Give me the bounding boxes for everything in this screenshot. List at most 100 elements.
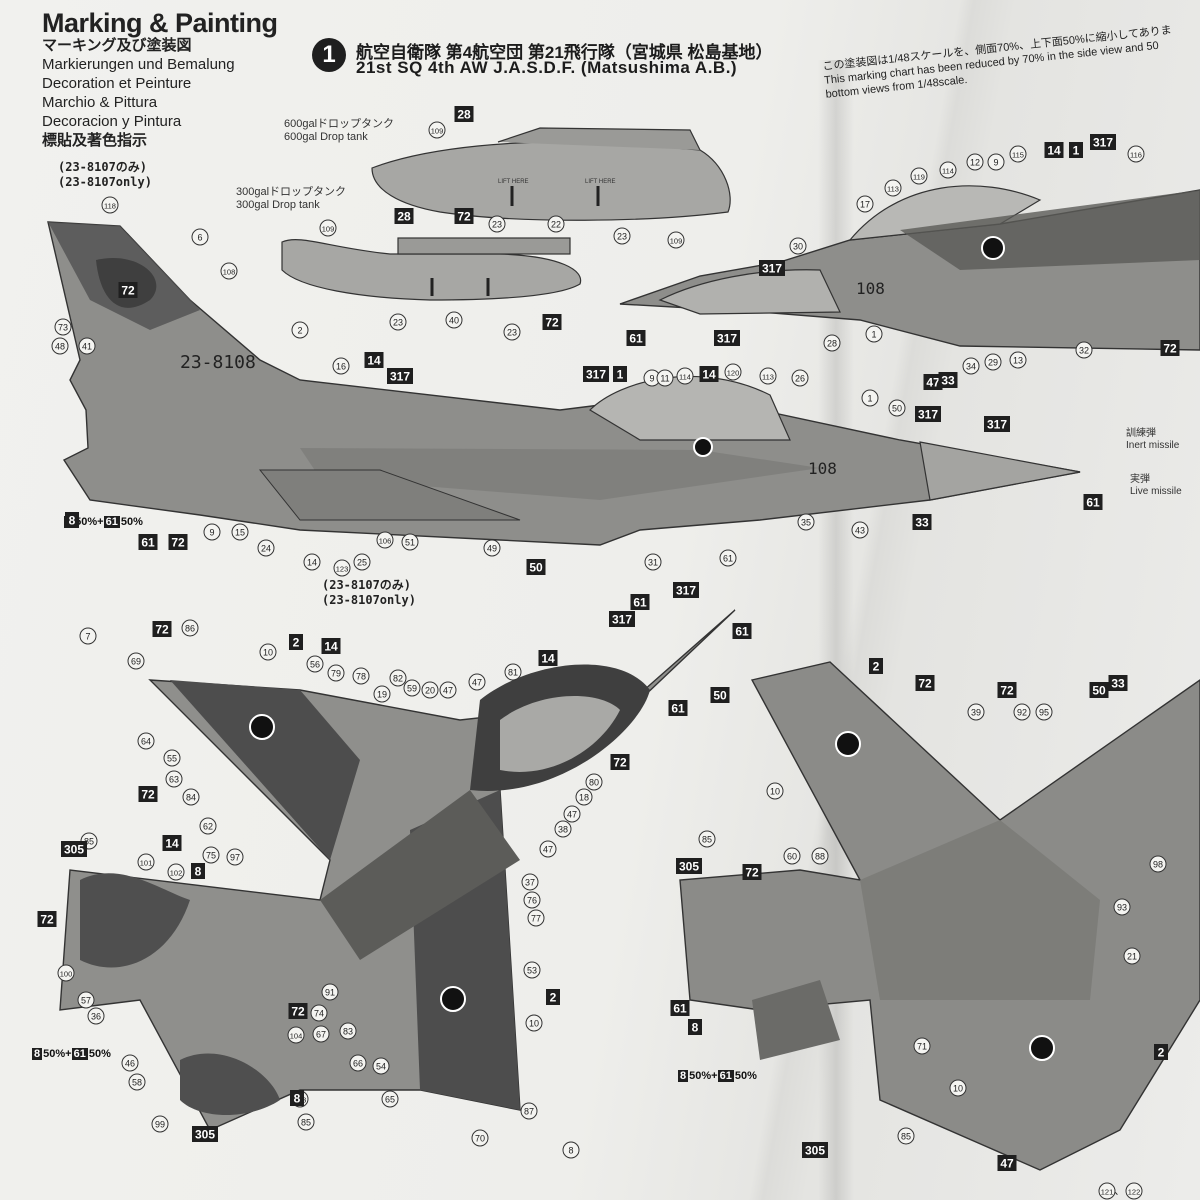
part-callout-48: 48 xyxy=(51,337,69,355)
svg-text:21: 21 xyxy=(1127,952,1137,962)
part-callout-6: 6 xyxy=(191,228,209,246)
svg-text:39: 39 xyxy=(971,708,981,718)
color-callout-14: 14 xyxy=(162,835,182,851)
svg-text:118: 118 xyxy=(104,202,116,211)
part-callout-16: 16 xyxy=(332,357,350,375)
part-callout-121: 121 xyxy=(1098,1182,1116,1200)
side-closeup-aircraft: 108 xyxy=(619,185,1200,351)
svg-text:9: 9 xyxy=(209,528,214,538)
mix-b: 61 xyxy=(717,1070,734,1082)
part-callout-74: 74 xyxy=(310,1004,328,1022)
part-callout-9: 9 xyxy=(643,369,661,387)
color-callout-8: 8 xyxy=(688,1019,702,1035)
svg-text:19: 19 xyxy=(377,690,387,700)
color-callout-14: 14 xyxy=(1044,142,1064,158)
part-callout-35: 35 xyxy=(797,513,815,531)
part-callout-38: 38 xyxy=(554,820,572,838)
svg-text:23: 23 xyxy=(507,328,517,338)
svg-text:2: 2 xyxy=(1158,1046,1165,1060)
part-callout-10: 10 xyxy=(259,643,277,661)
color-callout-50: 50 xyxy=(710,687,730,703)
color-callout-1: 1 xyxy=(613,366,627,382)
part-callout-122: 122 xyxy=(1125,1182,1143,1200)
svg-text:85: 85 xyxy=(702,835,712,845)
part-callout-75: 75 xyxy=(202,846,220,864)
color-callout-8: 8 xyxy=(65,512,79,528)
part-callout-114: 114 xyxy=(676,367,694,385)
svg-text:57: 57 xyxy=(81,996,91,1006)
color-callout-72: 72 xyxy=(138,786,158,802)
svg-text:14: 14 xyxy=(702,368,716,382)
color-callout-14: 14 xyxy=(699,366,719,382)
part-callout-37: 37 xyxy=(521,873,539,891)
svg-text:9: 9 xyxy=(649,374,654,384)
svg-text:33: 33 xyxy=(1111,677,1125,691)
svg-text:50: 50 xyxy=(713,689,727,703)
svg-text:59: 59 xyxy=(407,684,417,694)
tank-600-label-ja: 600galドロップタンク xyxy=(284,118,395,130)
part-callout-86: 86 xyxy=(181,619,199,637)
svg-text:317: 317 xyxy=(762,262,782,276)
svg-text:8: 8 xyxy=(294,1092,301,1106)
title-fr: Decoration et Peinture xyxy=(42,75,192,92)
tank-300-label-ja: 300galドロップタンク xyxy=(236,186,347,198)
color-callout-2: 2 xyxy=(546,989,560,1005)
color-callout-61: 61 xyxy=(626,330,646,346)
part-callout-24: 24 xyxy=(257,539,275,557)
part-callout-47: 47 xyxy=(563,805,581,823)
svg-text:47: 47 xyxy=(443,686,453,696)
svg-text:116: 116 xyxy=(1130,151,1142,160)
mix-pct-a: 50% xyxy=(75,516,98,528)
part-callout-51: 51 xyxy=(401,533,419,551)
svg-text:24: 24 xyxy=(261,544,271,554)
svg-text:36: 36 xyxy=(91,1012,101,1022)
svg-text:99: 99 xyxy=(155,1120,165,1130)
svg-text:13: 13 xyxy=(1013,356,1023,366)
color-callout-305: 305 xyxy=(802,1142,828,1158)
part-callout-109: 109 xyxy=(667,231,685,249)
part-callout-85: 85 xyxy=(297,1113,315,1131)
svg-text:78: 78 xyxy=(356,672,366,682)
svg-text:114: 114 xyxy=(942,167,954,176)
svg-text:317: 317 xyxy=(1093,136,1113,150)
part-callout-40: 40 xyxy=(445,311,463,329)
part-callout-70: 70 xyxy=(471,1129,489,1147)
color-callout-72: 72 xyxy=(454,208,474,224)
svg-text:54: 54 xyxy=(376,1062,386,1072)
svg-text:114: 114 xyxy=(679,373,691,382)
svg-text:123: 123 xyxy=(336,565,349,574)
part-callout-63: 63 xyxy=(165,770,183,788)
part-callout-41: 41 xyxy=(78,337,96,355)
svg-text:121: 121 xyxy=(1101,1188,1114,1197)
color-callout-14: 14 xyxy=(321,638,341,654)
upper-view-aircraft xyxy=(59,609,736,1131)
svg-text:100: 100 xyxy=(60,970,73,979)
svg-text:LIFT HERE: LIFT HERE xyxy=(585,179,616,185)
color-callout-72: 72 xyxy=(542,314,562,330)
svg-text:92: 92 xyxy=(1017,708,1027,718)
svg-text:81: 81 xyxy=(508,668,518,678)
svg-text:98: 98 xyxy=(1153,860,1163,870)
svg-text:53: 53 xyxy=(527,966,537,976)
part-callout-50: 50 xyxy=(888,399,906,417)
svg-text:2: 2 xyxy=(297,326,302,336)
svg-text:317: 317 xyxy=(987,418,1007,432)
svg-text:23: 23 xyxy=(393,318,403,328)
part-callout-1: 1 xyxy=(865,325,883,343)
color-callout-317: 317 xyxy=(673,582,699,598)
color-callout-72: 72 xyxy=(742,864,762,880)
color-callout-28: 28 xyxy=(394,208,414,224)
svg-text:75: 75 xyxy=(206,851,216,861)
part-callout-9: 9 xyxy=(203,523,221,541)
svg-text:79: 79 xyxy=(331,669,341,679)
part-callout-65: 65 xyxy=(381,1090,399,1108)
svg-text:2: 2 xyxy=(550,991,557,1005)
svg-text:80: 80 xyxy=(589,778,599,788)
svg-text:61: 61 xyxy=(633,596,647,610)
svg-text:119: 119 xyxy=(913,173,925,182)
svg-text:109: 109 xyxy=(670,237,683,246)
svg-text:18: 18 xyxy=(579,793,589,803)
part-callout-7: 7 xyxy=(79,627,97,645)
